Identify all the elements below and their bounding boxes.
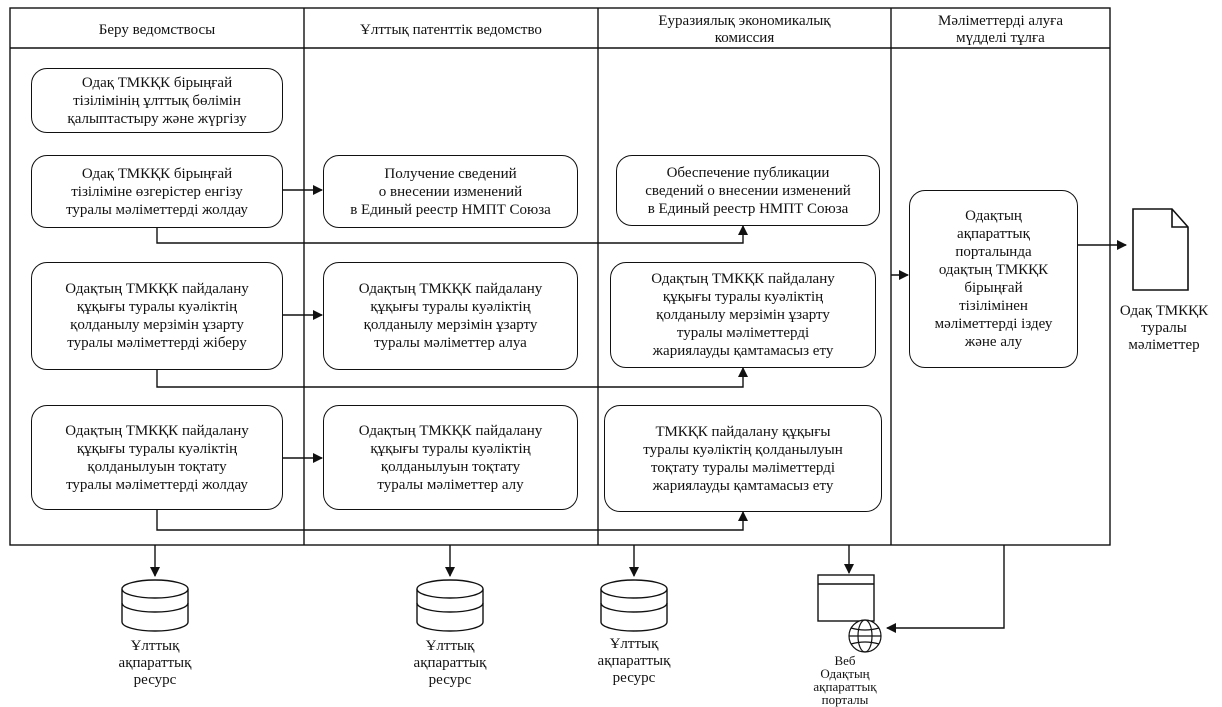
document-icon bbox=[1132, 208, 1189, 291]
process-step-search-portal: Одақтың ақпараттық порталында одақтың ТМ… bbox=[909, 190, 1078, 368]
process-step-publish-extension: Одақтың ТМКҚК пайдалану құқығы туралы ку… bbox=[610, 262, 876, 368]
process-step-form-national-section: Одақ ТМКҚК бірыңғай тізілімінің ұлттық б… bbox=[31, 68, 283, 133]
connector-arrow bbox=[156, 367, 748, 388]
process-step-receive-termination: Одақтың ТМКҚК пайдалану құқығы туралы ку… bbox=[323, 405, 578, 510]
connector-arrow bbox=[156, 225, 748, 244]
process-step-send-changes: Одақ ТМКҚК бірыңғай тізіліміне өзгерісте… bbox=[31, 155, 283, 228]
process-step-send-termination: Одақтың ТМКҚК пайдалану құқығы туралы ку… bbox=[31, 405, 283, 510]
connector-arrow bbox=[886, 545, 1005, 633]
web-label: Веб bbox=[834, 653, 856, 668]
process-step-receive-changes: Получение сведений о внесении изменений … bbox=[323, 155, 578, 228]
globe-icon bbox=[848, 619, 882, 653]
process-step-receive-extension: Одақтың ТМКҚК пайдалану құқығы туралы ку… bbox=[323, 262, 578, 370]
diagram-frame bbox=[9, 7, 1111, 546]
database-icon bbox=[600, 579, 668, 632]
process-step-publish-termination: ТМКҚК пайдалану құқығы туралы куәліктің … bbox=[604, 405, 882, 512]
lane-header-eurasian-commission: Еуразиялық экономикалық комиссия bbox=[658, 13, 831, 46]
resource-label: Ұлттық ақпараттық ресурс bbox=[413, 638, 487, 688]
process-step-publish-changes: Обеспечение публикации сведений о внесен… bbox=[616, 155, 880, 226]
database-icon bbox=[416, 579, 484, 632]
portal-label: Одақтың ақпараттық порталы bbox=[813, 666, 877, 707]
lane-header-interested-party: Мәліметтерді алуға мүдделі тұлға bbox=[937, 13, 1063, 46]
document-label: Одақ ТМКҚК туралы мәліметтер bbox=[1119, 303, 1209, 353]
resource-label: Ұлттық ақпараттық ресурс bbox=[597, 636, 671, 686]
database-icon bbox=[121, 579, 189, 632]
process-step-send-extension: Одақтың ТМКҚК пайдалану құқығы туралы ку… bbox=[31, 262, 283, 370]
lane-header-sending-agency: Беру ведомствосы bbox=[98, 21, 216, 38]
connector-arrow bbox=[156, 510, 748, 531]
resource-label: Ұлттық ақпараттық ресурс bbox=[118, 638, 192, 688]
lane-header-national-patent-office: Ұлттық патенттік ведомство bbox=[360, 21, 542, 38]
web-window-icon bbox=[817, 574, 875, 622]
